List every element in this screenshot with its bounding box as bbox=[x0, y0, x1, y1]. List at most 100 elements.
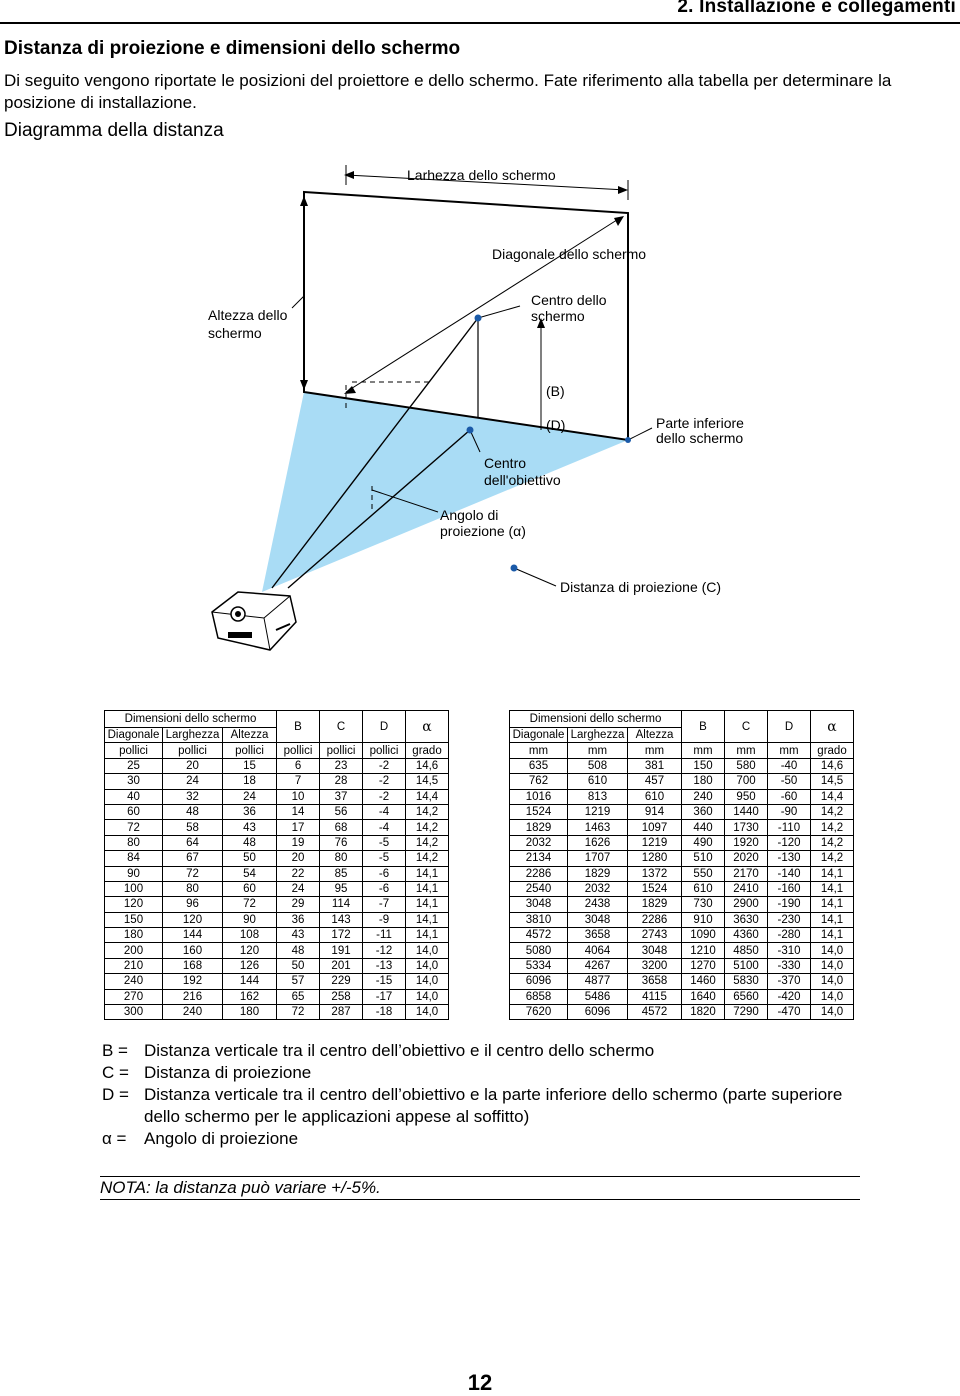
table-cell: 20 bbox=[162, 757, 223, 775]
unit-cell: mm bbox=[567, 742, 628, 759]
table-cell: -6 bbox=[362, 880, 407, 898]
sub-header-diagonal: Diagonale bbox=[509, 726, 568, 744]
table-cell: 67 bbox=[162, 850, 223, 867]
table-cell: 24 bbox=[276, 880, 321, 898]
sub-header-width: Larghezza bbox=[162, 726, 223, 744]
table-cell: 65 bbox=[276, 988, 321, 1006]
table-cell: 440 bbox=[681, 819, 726, 836]
table-cell: 191 bbox=[319, 942, 364, 959]
table-cell: 60 bbox=[221, 880, 278, 898]
lens-axis-lower bbox=[287, 429, 471, 589]
table-cell: -160 bbox=[767, 880, 812, 898]
page-number: 12 bbox=[467, 1370, 493, 1395]
table-cell: 54 bbox=[221, 865, 278, 882]
unit-cell: pollici bbox=[362, 742, 407, 759]
table-cell: 490 bbox=[681, 834, 726, 852]
table-cell: 2286 bbox=[626, 911, 683, 929]
note-box: NOTA: la distanza può variare +/-5%. bbox=[100, 1176, 860, 1200]
table-cell: 144 bbox=[162, 927, 223, 944]
legend-item: C = Distanza di proiezione bbox=[102, 1062, 864, 1084]
table-cell: 120 bbox=[104, 896, 163, 913]
table-cell: 60 bbox=[104, 803, 163, 821]
table-cell: 2900 bbox=[724, 896, 769, 913]
table-cell: 57 bbox=[276, 973, 321, 990]
table-cell: 360 bbox=[681, 803, 726, 821]
table-cell: -130 bbox=[767, 850, 812, 867]
table-cell: 14,1 bbox=[405, 865, 450, 882]
table-cell: 64 bbox=[162, 834, 223, 852]
table-cell: 84 bbox=[104, 850, 163, 867]
table-cell: 6858 bbox=[509, 988, 568, 1006]
table-cell: -9 bbox=[362, 911, 407, 929]
table-cell: 36 bbox=[276, 911, 321, 929]
col-b-header: B bbox=[681, 709, 726, 744]
table-cell: 1920 bbox=[724, 834, 769, 852]
legend-text: Distanza verticale tra il centro dell’ob… bbox=[144, 1041, 655, 1060]
legend-key: B = bbox=[102, 1041, 128, 1060]
table-cell: 20 bbox=[276, 850, 321, 867]
table-cell: 14,0 bbox=[405, 973, 450, 990]
table-cell: 1219 bbox=[567, 803, 628, 821]
unit-cell: mm bbox=[767, 742, 812, 759]
table-cell: 143 bbox=[319, 911, 364, 929]
unit-cell: pollici bbox=[162, 742, 223, 759]
table-cell: 14,5 bbox=[810, 773, 855, 790]
table-cell: 1820 bbox=[681, 1004, 726, 1021]
table-cell: 40 bbox=[104, 788, 163, 805]
table-cell: 910 bbox=[681, 911, 726, 929]
table-cell: 1219 bbox=[626, 834, 683, 852]
header-rule bbox=[0, 22, 960, 24]
intro-paragraph: Di seguito vengono riportate le posizion… bbox=[4, 71, 892, 112]
center-leader bbox=[477, 305, 521, 319]
table-cell: 14,0 bbox=[405, 1004, 450, 1021]
projection-distance-diagram: Larhezza dello schermo Diagonale dello s… bbox=[208, 165, 744, 651]
projector-icon bbox=[211, 591, 297, 651]
units-row: pollici pollici pollici pollici pollici … bbox=[104, 742, 450, 759]
sub-header-height: Altezza bbox=[626, 726, 683, 744]
table-cell: 1829 bbox=[567, 865, 628, 882]
table-cell: 270 bbox=[104, 988, 163, 1006]
legend-key: α = bbox=[102, 1129, 127, 1148]
lens-center-dot bbox=[466, 426, 474, 434]
table-cell: 14,1 bbox=[810, 911, 855, 929]
table-cell: 3048 bbox=[567, 911, 628, 929]
table-cell: 180 bbox=[221, 1004, 278, 1021]
table-cell: 510 bbox=[681, 850, 726, 867]
unit-cell: grado bbox=[405, 742, 450, 759]
table-cell: 1280 bbox=[626, 850, 683, 867]
table-cell: 108 bbox=[221, 927, 278, 944]
col-d-header: D bbox=[767, 709, 812, 744]
table-cell: -280 bbox=[767, 927, 812, 944]
table-cell: 6560 bbox=[724, 988, 769, 1006]
col-alpha-header: α bbox=[405, 709, 450, 744]
table-cell: 4360 bbox=[724, 927, 769, 944]
distance-dot bbox=[510, 564, 518, 572]
table-cell: 32 bbox=[162, 788, 223, 805]
table-cell: 24 bbox=[162, 773, 223, 790]
table-cell: 2286 bbox=[509, 865, 568, 882]
height-arrow-head-top bbox=[300, 196, 308, 206]
table-cell: -90 bbox=[767, 803, 812, 821]
table-cell: 3658 bbox=[626, 973, 683, 990]
screen-bottom-label-2: dello schermo bbox=[656, 430, 743, 446]
table-cell: 25 bbox=[104, 757, 163, 775]
table-cell: -370 bbox=[767, 973, 812, 990]
table-cell: 1097 bbox=[626, 819, 683, 836]
table-cell: 14,1 bbox=[810, 927, 855, 944]
diagonal-arrow bbox=[345, 217, 621, 393]
table-cell: 2032 bbox=[567, 880, 628, 898]
table-cell: 14,4 bbox=[810, 788, 855, 805]
table-cell: 7290 bbox=[724, 1004, 769, 1021]
legend-item: D = Distanza verticale tra il centro del… bbox=[102, 1084, 864, 1128]
table-cell: 48 bbox=[221, 834, 278, 852]
